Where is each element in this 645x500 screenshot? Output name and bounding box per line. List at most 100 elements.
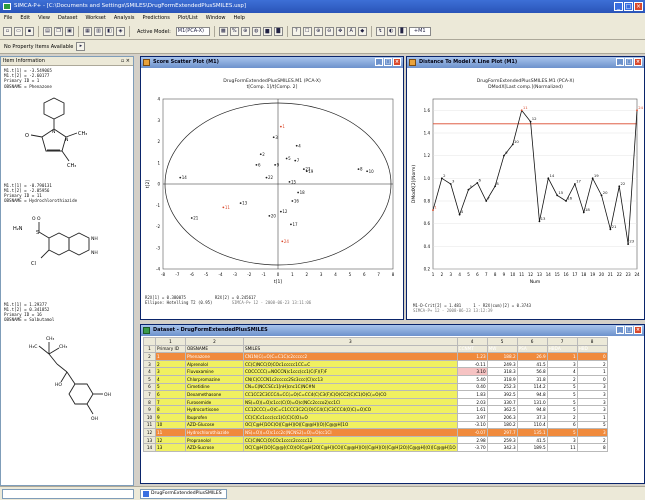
primary-id-cell[interactable]: 13 xyxy=(155,443,186,452)
model-icon[interactable]: ◧ xyxy=(105,27,114,36)
value-cell[interactable]: 188.2 xyxy=(486,352,518,361)
print-icon[interactable]: ▤ xyxy=(43,27,52,36)
document-tab[interactable]: DrugFormExtendedPlusSMILES xyxy=(140,489,227,499)
obsname-cell[interactable]: Dexamethasone xyxy=(185,390,244,399)
value-cell[interactable]: 114.2 xyxy=(516,382,548,392)
value-cell[interactable]: 189.5 xyxy=(516,443,548,452)
value-cell[interactable]: 1 xyxy=(576,412,608,422)
menu-predictions[interactable]: Predictions xyxy=(142,15,170,21)
row-number[interactable]: 3 xyxy=(143,359,156,369)
scatter-maximize-button[interactable]: □ xyxy=(384,58,392,66)
zoom-out-icon[interactable]: ⊖ xyxy=(324,27,334,36)
column-header[interactable]: PSA xyxy=(516,344,548,354)
value-cell[interactable]: 5 xyxy=(546,382,578,392)
smiles-cell[interactable]: NS(=O)(=O)c1cc2c(NCNS2(=O)=O)cc1Cl xyxy=(243,428,458,437)
dmodx-minimize-button[interactable]: _ xyxy=(616,58,624,66)
column-header[interactable]: MW xyxy=(486,344,518,354)
column-number[interactable]: 2 xyxy=(185,337,244,346)
value-cell[interactable]: 3.97 xyxy=(456,412,488,422)
vip-icon[interactable]: ◍ xyxy=(251,27,261,36)
column-header[interactable]: OBSNAME xyxy=(185,344,244,354)
primary-id-cell[interactable]: 4 xyxy=(155,374,186,384)
value-cell[interactable]: 0.40 xyxy=(456,382,488,392)
value-cell[interactable]: 3 xyxy=(576,428,608,437)
active-model-dropdown[interactable]: M1(PCA-X) xyxy=(175,27,210,36)
copy-icon[interactable]: ❐ xyxy=(54,27,63,36)
row-number[interactable]: 11 xyxy=(143,420,156,430)
value-cell[interactable]: 3 xyxy=(546,435,578,445)
smiles-cell[interactable]: OC[C@H]1OC(O)[C@H](O)[C@@H](O)[C@@H]1O xyxy=(243,420,458,430)
value-cell[interactable]: 94.8 xyxy=(516,405,548,414)
close-button[interactable]: × xyxy=(634,2,643,11)
scores-icon[interactable]: ▩ xyxy=(218,27,228,36)
coefficients-icon[interactable]: ▆ xyxy=(262,27,272,36)
smiles-cell[interactable]: NS(=O)(=O)c1cc(C(O)=O)c(NCc2ccco2)cc1Cl xyxy=(243,397,458,407)
loadings-icon[interactable]: % xyxy=(229,27,239,36)
row-number[interactable]: 2 xyxy=(143,352,156,361)
corner-cell[interactable] xyxy=(143,337,156,346)
pan-icon[interactable]: ✥ xyxy=(335,27,345,36)
value-cell[interactable]: 318.3 xyxy=(486,367,518,376)
value-cell[interactable]: 5 xyxy=(546,405,578,414)
obsname-cell[interactable]: Chlorpromazine xyxy=(185,374,244,384)
menu-edit[interactable]: Edit xyxy=(20,15,31,21)
menu-file[interactable]: File xyxy=(4,15,13,21)
panel-close-icon[interactable]: ▫ × xyxy=(120,58,130,64)
value-cell[interactable]: 206.3 xyxy=(486,412,518,422)
obsname-cell[interactable]: AZD-Sucrose xyxy=(185,443,244,452)
scatter-minimize-button[interactable]: _ xyxy=(375,58,383,66)
value-cell[interactable]: 1.61 xyxy=(456,405,488,414)
smiles-cell[interactable]: CC1CC2C3CCC4=CC(=O)C=CC4(C)C3(F)C(O)CC2(… xyxy=(243,390,458,399)
obsname-cell[interactable]: Propranolol xyxy=(185,435,244,445)
value-cell[interactable]: 56.8 xyxy=(516,367,548,376)
value-cell[interactable]: 318.9 xyxy=(486,374,518,384)
obsname-cell[interactable]: Fluvoxamine xyxy=(185,367,244,376)
dmodx-titlebar[interactable]: Distance To Model X Line Plot (M1) _ □ × xyxy=(407,57,644,68)
primary-id-cell[interactable]: 5 xyxy=(155,382,186,392)
dataset-icon[interactable]: ▦ xyxy=(83,27,92,36)
menu-dataset[interactable]: Dataset xyxy=(57,15,78,21)
row-number[interactable]: 5 xyxy=(143,374,156,384)
smiles-cell[interactable]: CC12CCC(=O)C=C1CCC3C2C(O)CC4(C)C3CCC4(O)… xyxy=(243,405,458,414)
row-number[interactable]: 1 xyxy=(143,344,156,354)
primary-id-cell[interactable]: 12 xyxy=(155,435,186,445)
smiles-cell[interactable]: CC(C)NCC(O)COc1ccccc1CC=C xyxy=(243,359,458,369)
column-number[interactable]: 3 xyxy=(243,337,458,346)
plot-type-icon[interactable]: ▊ xyxy=(397,27,407,36)
value-cell[interactable]: 31.8 xyxy=(516,374,548,384)
value-cell[interactable]: 1 xyxy=(576,367,608,376)
value-cell[interactable]: 5 xyxy=(576,420,608,430)
value-cell[interactable]: 0 xyxy=(576,374,608,384)
column-number[interactable]: 6 xyxy=(516,337,548,346)
value-cell[interactable]: 1.23 xyxy=(456,352,488,361)
value-cell[interactable]: 3 xyxy=(576,397,608,407)
value-cell[interactable]: 37.3 xyxy=(516,412,548,422)
value-cell[interactable]: 5.40 xyxy=(456,374,488,384)
contribution-icon[interactable]: ⊕ xyxy=(240,27,250,36)
row-number[interactable]: 6 xyxy=(143,382,156,392)
value-cell[interactable]: 249.3 xyxy=(486,359,518,369)
column-number[interactable]: 7 xyxy=(546,337,578,346)
menu-help[interactable]: Help xyxy=(233,15,245,21)
column-number[interactable]: 1 xyxy=(155,337,186,346)
obsname-cell[interactable]: Hydrochlorothiazide xyxy=(185,428,244,437)
paste-icon[interactable]: ▣ xyxy=(65,27,74,36)
horizontal-scrollbar[interactable] xyxy=(2,489,134,499)
minimize-button[interactable]: _ xyxy=(614,2,623,11)
smiles-cell[interactable]: CN=C(NCCSCc1[nH]cnc1C)NC#N xyxy=(243,382,458,392)
smiles-cell[interactable]: CN1N(C(=O)C=C1C)c2ccccc2 xyxy=(243,352,458,361)
obsname-cell[interactable]: Ibuprofen xyxy=(185,412,244,422)
color-icon[interactable]: ◐ xyxy=(386,27,396,36)
column-header[interactable]: HBDA xyxy=(546,344,578,354)
primary-id-cell[interactable]: 2 xyxy=(155,359,186,369)
row-number[interactable]: 14 xyxy=(143,443,156,452)
column-header[interactable]: Primary ID xyxy=(155,344,186,354)
property-settings-icon[interactable]: ▸ xyxy=(76,42,86,51)
row-number[interactable]: 8 xyxy=(143,397,156,407)
marker-icon[interactable]: ◆ xyxy=(357,27,367,36)
